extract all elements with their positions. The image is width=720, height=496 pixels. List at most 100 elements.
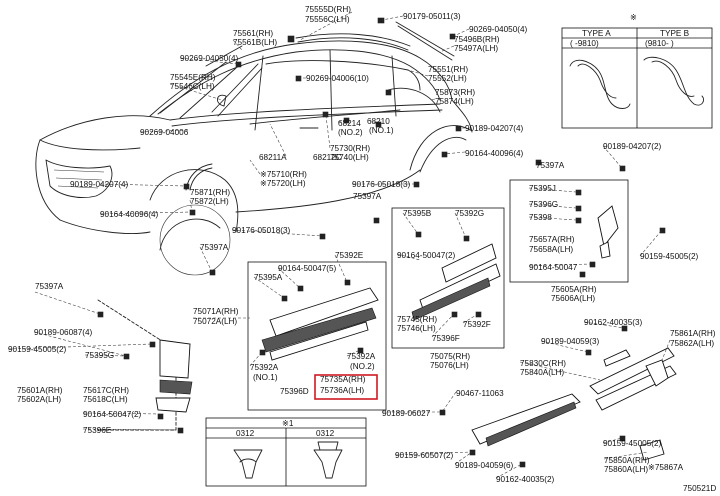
- part-label-l_90269a: 90269-04050(4): [469, 25, 528, 34]
- panel-rocker-front-group: [247, 261, 387, 411]
- leader-line: [253, 276, 285, 299]
- part-label-l_90269c: 90269-04006(10): [306, 74, 369, 83]
- leader-line: [99, 183, 187, 187]
- part-label-l_75561: 75561(RH): [233, 29, 273, 38]
- part-label-l_75867a: ※75867A: [648, 463, 684, 472]
- part-label-l_68214no2: (NO.2): [338, 128, 363, 137]
- inset-type-b-title: TYPE B: [660, 29, 690, 38]
- leader-line: [232, 39, 243, 51]
- part-label-l_75072a: 75072A(LH): [193, 317, 237, 326]
- leader-line: [337, 119, 347, 123]
- part-label-l_90162b: 90162-40035(2): [496, 475, 555, 484]
- part-label-l_75602a: 75602A(LH): [17, 395, 61, 404]
- part-label-l_90159d: 90159-60507(2): [395, 451, 454, 460]
- part-label-l_90269b: 90269-04050(4): [180, 54, 239, 63]
- inset-clip-header: ※1: [282, 419, 294, 428]
- part-label-l_75398: 75398: [529, 213, 552, 222]
- car-body-illustration: [35, 40, 473, 276]
- part-labels: 75555D(RH)75556C(LH)90179-05011(3)90269-…: [8, 5, 716, 493]
- part-label-l_75710: ※75710(RH): [260, 170, 307, 179]
- leader-line: [453, 28, 470, 37]
- part-label-l_90189e: 90189-04059(3): [541, 337, 600, 346]
- leader-line: [249, 351, 263, 367]
- inset-type-a-range: ( -9810): [570, 39, 599, 48]
- inset-type-a-title: TYPE A: [582, 29, 611, 38]
- leader-line: [528, 203, 577, 209]
- part-label-l_75874: 75874(LH): [435, 97, 474, 106]
- part-label-l_90159c: 90159-45005(2): [603, 439, 662, 448]
- panel-rear-door-group: [391, 207, 505, 349]
- fastener-glyphs: [97, 17, 666, 318]
- part-label-l_68211a: 68211A: [259, 153, 287, 162]
- leader-line: [269, 123, 287, 157]
- part-label-l_75740: 75740(LH): [330, 153, 369, 162]
- part-label-l_75872: 75872(LH): [190, 197, 229, 206]
- part-label-l_75392g: 75392G: [455, 209, 484, 218]
- part-label-l_75395g: 75395G: [85, 351, 114, 360]
- leader-line: [540, 340, 589, 353]
- leader-line: [528, 216, 577, 221]
- part-label-l_75735a: 75735A(RH): [320, 375, 366, 384]
- inset-mark: ※: [630, 13, 637, 22]
- leader-lines: [7, 11, 671, 479]
- leader-line: [454, 212, 467, 239]
- part-label-l_90189f: 90189-06027: [382, 409, 431, 418]
- part-label-l_75397a1: 75397A: [353, 192, 382, 201]
- leader-line: [429, 98, 436, 101]
- part-label-l_75840a: 75840A(LH): [520, 368, 564, 377]
- part-label-l_75396d: 75396D: [280, 387, 309, 396]
- leader-line: [519, 361, 601, 381]
- roof-moulding-parts: [185, 21, 455, 191]
- part-label-l_75850a: 75850A(RH): [604, 456, 650, 465]
- leader-line: [602, 437, 623, 444]
- part-label-l_75397a2: 75397A: [536, 161, 565, 170]
- leader-line: [454, 451, 473, 465]
- leader-line: [381, 15, 404, 21]
- leader-line: [402, 212, 419, 235]
- part-label-l_90269d: 90269-04006: [140, 128, 189, 137]
- part-label-l_75392a1n: (NO.2): [350, 362, 375, 371]
- part-label-l_75546c: 75546C(LH): [170, 82, 215, 91]
- part-label-l_75561b: 75561B(LH): [233, 38, 277, 47]
- part-label-l_90164f: 90164-50047(2): [83, 410, 142, 419]
- inset-clip-right-code: 0312: [316, 429, 335, 438]
- part-label-l_75861a: 75861A(RH): [670, 329, 716, 338]
- part-label-l_68210: 68210: [367, 117, 390, 126]
- leader-line: [535, 161, 539, 166]
- leader-line: [33, 331, 127, 357]
- part-label-l_75392e: 75392E: [335, 251, 364, 260]
- part-label-l_90159b: 90159-45005(2): [8, 345, 67, 354]
- part-label-l_75860a: 75860A(LH): [604, 465, 648, 474]
- highlighted-part-label: [314, 374, 378, 400]
- part-label-l_90162a: 90162-40035(3): [584, 318, 643, 327]
- part-label-l_75601a: 75601A(RH): [17, 386, 63, 395]
- leader-line: [639, 229, 663, 257]
- part-label-l_75545e: 75545E(RH): [170, 73, 216, 82]
- part-label-l_75552: 75552(LH): [428, 74, 467, 83]
- part-label-l_90164a: 90164-40096(4): [465, 149, 524, 158]
- inset-clip-left-code: 0312: [236, 429, 255, 438]
- part-label-l_68212c: 68212C: [313, 153, 342, 162]
- part-label-l_75392a2: 75392A: [250, 363, 279, 372]
- part-label-l_90189d: 90189-06087(4): [34, 328, 93, 337]
- part-label-l_75746: 75746(LH): [397, 324, 436, 333]
- part-label-l_90467: 90467-11063: [456, 389, 504, 398]
- part-label-l_90189b: 90189-04207(4): [70, 180, 129, 189]
- leader-line: [443, 151, 466, 155]
- leader-line: [368, 119, 379, 125]
- leader-line: [189, 199, 193, 213]
- part-label-l_75551: 75551(RH): [428, 65, 468, 74]
- part-label-l_75657a: 75657A(RH): [529, 235, 575, 244]
- leader-line: [661, 339, 671, 361]
- part-label-l_90179: 90179-05011(3): [403, 12, 461, 21]
- leader-line: [439, 45, 455, 53]
- part-label-l_75830c: 75830C(RH): [520, 359, 566, 368]
- inset-type-b-range: (9810- ): [645, 39, 674, 48]
- leader-line: [139, 129, 191, 133]
- part-label-l_90189a: 90189-04207(4): [465, 124, 524, 133]
- part-label-l_75397a4: 75397A: [35, 282, 64, 291]
- part-label-l_75736a: 75736A(LH): [320, 386, 364, 395]
- part-label-l_75606a: 75606A(LH): [551, 294, 595, 303]
- part-label-l_90189g: 90189-04059(6): [455, 461, 514, 470]
